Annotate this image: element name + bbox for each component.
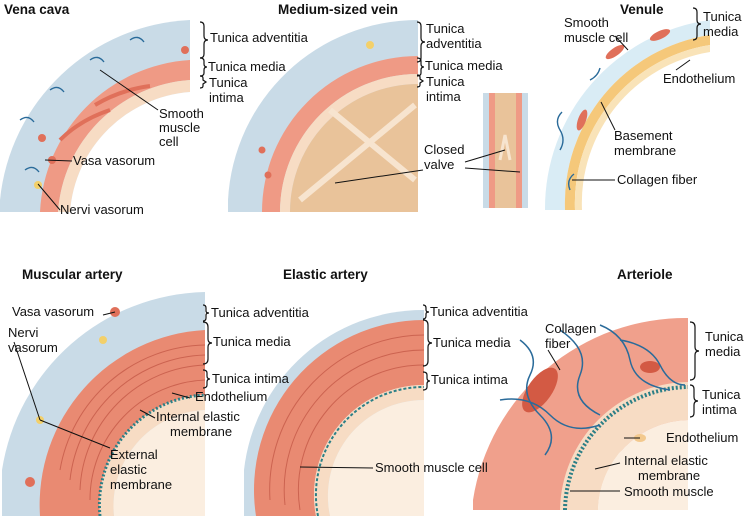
venule-smooth-muscle-label: Smooth [564,15,609,30]
vena-cava-tunica-adventitia-label: Tunica adventitia [210,30,308,45]
venule-basement-membrane-label-2: membrane [614,143,677,158]
medium-vein-tunica-media-label: Tunica media [425,58,503,73]
muscular-artery-vasa-vasorum-label: Vasa vasorum [12,304,95,319]
muscular-artery-external-elastic-label-3: membrane [110,477,173,492]
arteriole-tunica-intima-label-2: intima [702,402,737,417]
vena-cava-illustration [0,20,190,212]
elastic-artery-tunica-adventitia-label: Tunica adventitia [430,304,528,319]
venule-illustration [544,20,710,210]
elastic-artery-illustration [244,309,425,516]
arteriole-collagen-fiber-label-2: fiber [545,336,571,351]
venule-tunica-media-label: Tunica [703,9,742,24]
venule-basement-membrane-label: Basement [614,128,673,143]
vena-cava-smooth-muscle-label: Smooth [159,106,204,121]
muscular-artery-tunica-intima-label: Tunica intima [212,371,289,386]
arteriole-endothelium-label: Endothelium [666,430,739,445]
vena-cava-tunica-media-label: Tunica media [208,59,286,74]
layer-brackets [199,7,702,418]
muscular-artery-endothelium-label: Endothelium [195,389,268,404]
arteriole-internal-elastic-label-2: membrane [638,468,701,483]
vena-cava-vasa-vasorum-label: Vasa vasorum [73,153,156,168]
arteriole-smooth-muscle-label: Smooth muscle [624,484,714,499]
medium-vein-title: Medium-sized vein [278,2,399,17]
vena-cava-tunica-intima-label-2: intima [209,90,244,105]
muscular-artery-nervi-vasorum-label-2: vasorum [8,340,58,355]
muscular-artery-internal-elastic-label-2: membrane [170,424,233,439]
vena-cava-smooth-muscle-label-2: muscle [159,120,201,135]
arteriole-tunica-media-label: Tunica [705,329,744,344]
vena-cava-nervi-vasorum-label: Nervi vasorum [60,202,144,217]
elastic-artery-tunica-media-label: Tunica media [433,335,511,350]
muscular-artery-internal-elastic-label: Internal elastic [156,409,240,424]
elastic-artery-title: Elastic artery [283,267,368,282]
muscular-artery-tunica-media-label: Tunica media [213,334,291,349]
elastic-artery-smooth-muscle-cell-label: Smooth muscle cell [375,460,488,475]
vena-cava-tunica-intima-label: Tunica [209,75,248,90]
medium-vein-closed-valve-label: Closed [424,142,465,157]
medium-vein-closed-valve-label-2: valve [424,157,455,172]
arteriole-tunica-media-label-2: media [705,344,741,359]
muscular-artery-tunica-adventitia-label: Tunica adventitia [211,305,309,320]
arteriole-tunica-intima-label: Tunica [702,387,741,402]
medium-vein-tunica-intima-label-2: intima [426,89,461,104]
venule-endothelium-label: Endothelium [663,71,736,86]
medium-vein-tunica-intima-label: Tunica [426,74,465,89]
muscular-artery-title: Muscular artery [22,267,123,282]
venule-title: Venule [620,2,664,17]
venule-collagen-fiber-label: Collagen fiber [617,172,698,187]
muscular-artery-external-elastic-label: External [110,447,158,462]
vena-cava-title: Vena cava [4,2,70,17]
arteriole-illustration [473,317,689,511]
arteriole-collagen-fiber-label: Collagen [545,321,597,336]
muscular-artery-nervi-vasorum-label: Nervi [8,325,39,340]
vena-cava-smooth-muscle-label-3: cell [159,134,179,149]
arteriole-internal-elastic-label: Internal elastic [624,453,708,468]
leader-lines [13,35,691,492]
muscular-artery-external-elastic-label-2: elastic [110,462,147,477]
arteriole-title: Arteriole [617,267,673,282]
valve-inset [483,93,528,208]
elastic-artery-tunica-intima-label: Tunica intima [431,372,508,387]
medium-vein-illustration [228,20,418,212]
medium-vein-tunica-adventitia-label: Tunica [426,21,465,36]
medium-vein-tunica-adventitia-label-2: adventitia [426,36,482,51]
venule-smooth-muscle-label-2: muscle cell [564,30,629,45]
muscular-artery-illustration [2,292,206,516]
venule-tunica-media-label-2: media [703,24,739,39]
